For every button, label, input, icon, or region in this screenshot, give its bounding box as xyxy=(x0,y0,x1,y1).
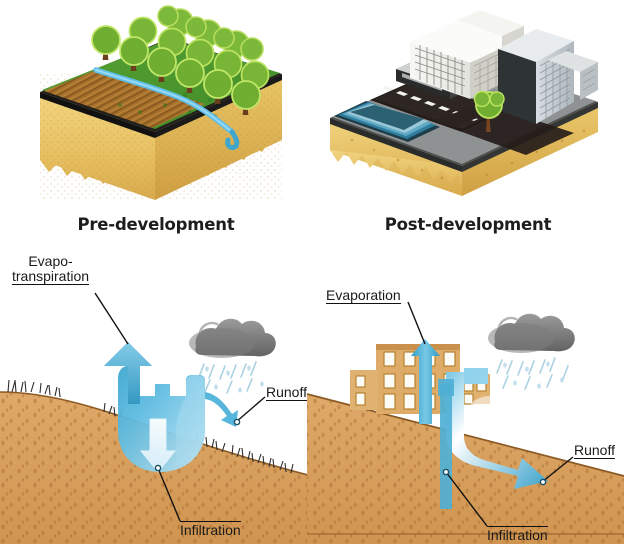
label-runoff-left: Runoff xyxy=(266,384,307,401)
label-evapotranspiration-line1: Evapo- xyxy=(28,253,73,269)
pre-development-hydrology: Evapo- transpiration Runoff Infiltration xyxy=(0,244,313,544)
caption-pre-development: Pre-development xyxy=(77,215,235,234)
pre-development-block xyxy=(0,0,312,210)
post-development-block xyxy=(312,0,624,210)
road xyxy=(370,80,574,155)
forest-canopy xyxy=(91,5,270,115)
rain xyxy=(496,357,569,390)
infiltration-arrow xyxy=(139,418,177,473)
evapotranspiration-arrow xyxy=(104,342,205,472)
raindrops xyxy=(503,361,564,389)
leader-lines xyxy=(94,292,266,522)
rain-cloud xyxy=(189,318,276,358)
rain xyxy=(198,361,257,394)
evaporation-arrow xyxy=(411,339,440,424)
label-runoff-right: Runoff xyxy=(574,442,615,459)
stream xyxy=(93,67,240,151)
leader-lines xyxy=(407,301,574,527)
post-development-illustration xyxy=(330,10,598,196)
soil-cross-section xyxy=(306,393,624,544)
pre-development-hydrology-illustration xyxy=(0,292,313,544)
label-evaporation: Evaporation xyxy=(326,287,401,304)
label-evapotranspiration: Evapo- transpiration xyxy=(12,253,90,285)
caption-post-development: Post-development xyxy=(384,215,552,234)
leader-endpoints xyxy=(442,468,547,486)
post-development-hydrology-illustration xyxy=(306,301,624,544)
water-channel xyxy=(334,101,440,142)
infiltration-arrow xyxy=(438,379,454,509)
post-development-hydrology: Evaporation Runoff Infiltration xyxy=(306,244,624,544)
raindrops xyxy=(205,365,264,393)
runoff-arrow xyxy=(205,392,238,427)
label-infiltration-left: Infiltration xyxy=(180,521,241,538)
street-tree xyxy=(473,90,505,132)
pre-development-illustration xyxy=(40,5,282,200)
rain-cloud xyxy=(488,313,575,353)
glass-tower xyxy=(498,29,598,124)
label-infiltration-right: Infiltration xyxy=(487,526,548,543)
label-evapotranspiration-line2: transpiration xyxy=(12,268,90,284)
leader-endpoints xyxy=(154,418,241,472)
runoff-arrow xyxy=(446,368,548,489)
